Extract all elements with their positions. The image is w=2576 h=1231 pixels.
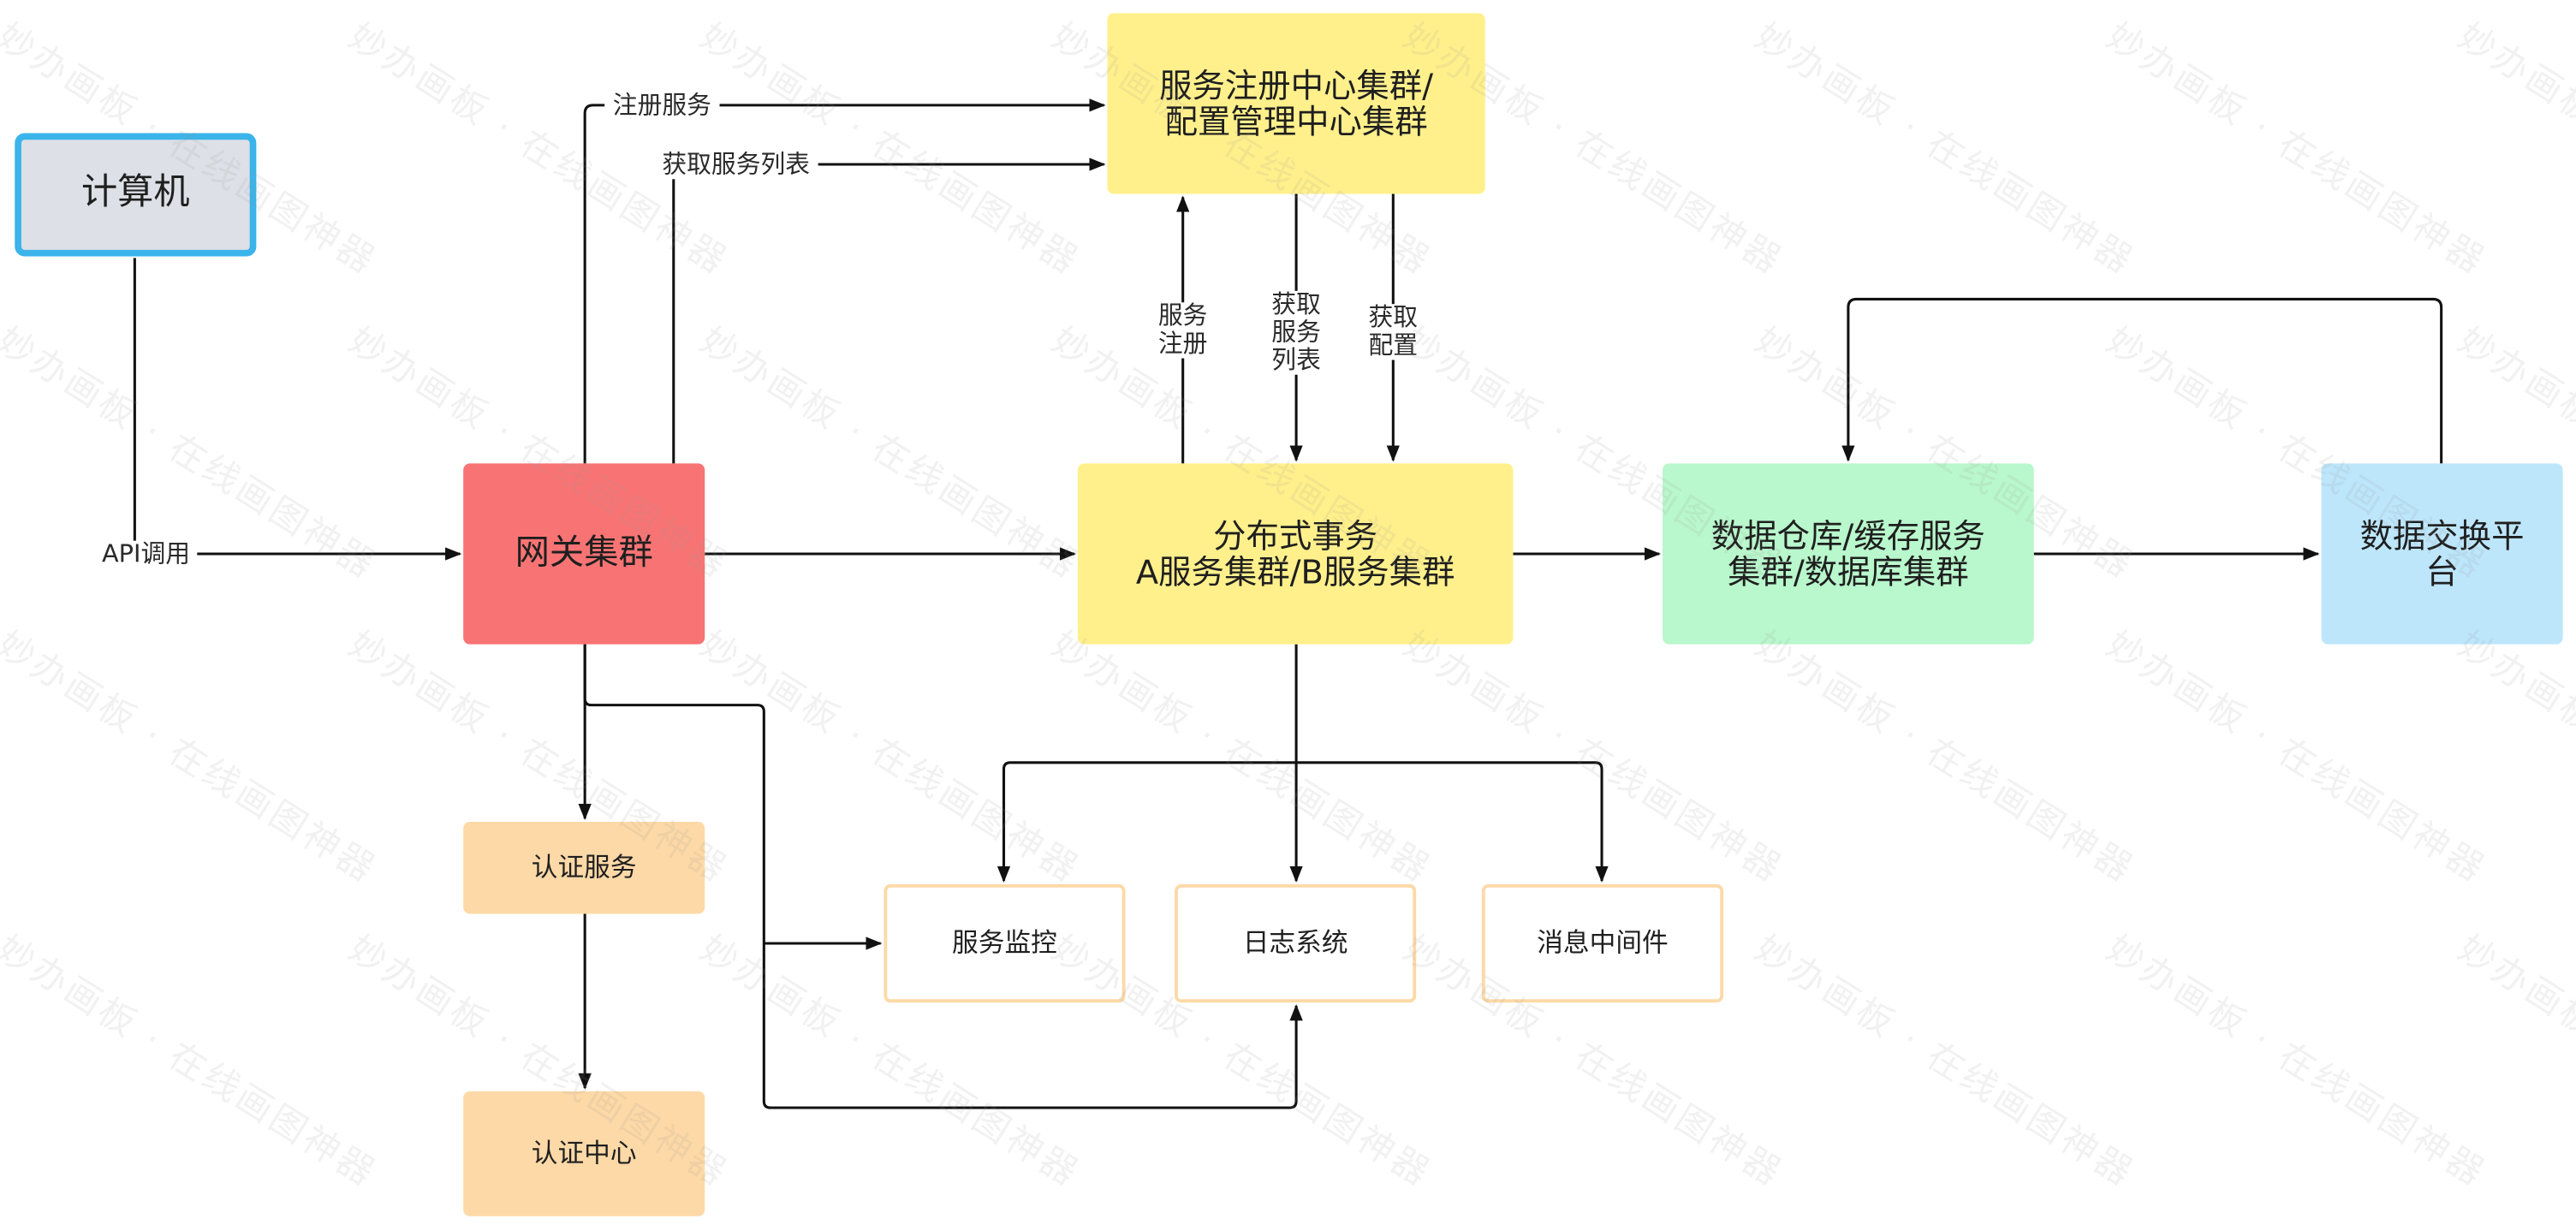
node-distributed-label: 分布式事务 A服务集群/B服务集群 (1135, 515, 1455, 592)
edge-label-get-config: 获取 配置 (1363, 303, 1423, 360)
node-auth-service-label: 认证服务 (531, 851, 637, 883)
node-data-warehouse[interactable]: 数据仓库/缓存服务 集群/数据库集群 (1663, 463, 2034, 645)
node-exchange-label: 数据交换平 台 (2359, 515, 2525, 592)
edge-label-get-service-list-vertical: 获取 服务 列表 (1266, 290, 1326, 375)
node-log-label: 日志系统 (1242, 926, 1348, 959)
edge-gateway-get-service-list (672, 158, 1106, 464)
node-auth-center-label: 认证中心 (531, 1137, 637, 1169)
edge-label-service-register: 服务 注册 (1153, 301, 1213, 359)
node-data-exchange-platform[interactable]: 数据交换平 台 (2321, 463, 2563, 645)
node-gateway-label: 网关集群 (515, 532, 653, 573)
edge-gateway-register-service (583, 98, 1106, 464)
node-distributed-transaction[interactable]: 分布式事务 A服务集群/B服务集群 (1077, 463, 1514, 645)
edge-label-register-service: 注册服务 (604, 92, 720, 121)
node-log-system[interactable]: 日志系统 (1175, 883, 1417, 1003)
edge-label-api-call: API调用 (95, 540, 197, 569)
node-computer[interactable]: 计算机 (15, 133, 257, 257)
node-monitor-label: 服务监控 (952, 926, 1057, 959)
edge-gateway-to-monitor-and-log (583, 644, 1303, 1109)
edge-distributed-to-mq (1296, 761, 1609, 883)
edge-label-get-service-list: 获取服务列表 (653, 151, 818, 180)
node-computer-label: 计算机 (80, 172, 190, 214)
node-mq-label: 消息中间件 (1537, 926, 1669, 959)
node-auth-center[interactable]: 认证中心 (463, 1091, 705, 1216)
edge-exchange-to-warehouse (1841, 297, 2443, 464)
node-warehouse-label: 数据仓库/缓存服务 集群/数据库集群 (1710, 515, 1985, 592)
edge-computer-to-gateway (133, 258, 462, 561)
node-auth-service[interactable]: 认证服务 (463, 821, 705, 914)
node-gateway-cluster[interactable]: 网关集群 (463, 463, 705, 645)
node-service-monitor[interactable]: 服务监控 (883, 883, 1126, 1003)
node-message-middleware[interactable]: 消息中间件 (1481, 883, 1724, 1003)
edge-distributed-to-monitor (996, 761, 1297, 883)
node-registry-config-cluster[interactable]: 服务注册中心集群/ 配置管理中心集群 (1107, 13, 1485, 194)
node-registry-label: 服务注册中心集群/ 配置管理中心集群 (1159, 65, 1434, 142)
